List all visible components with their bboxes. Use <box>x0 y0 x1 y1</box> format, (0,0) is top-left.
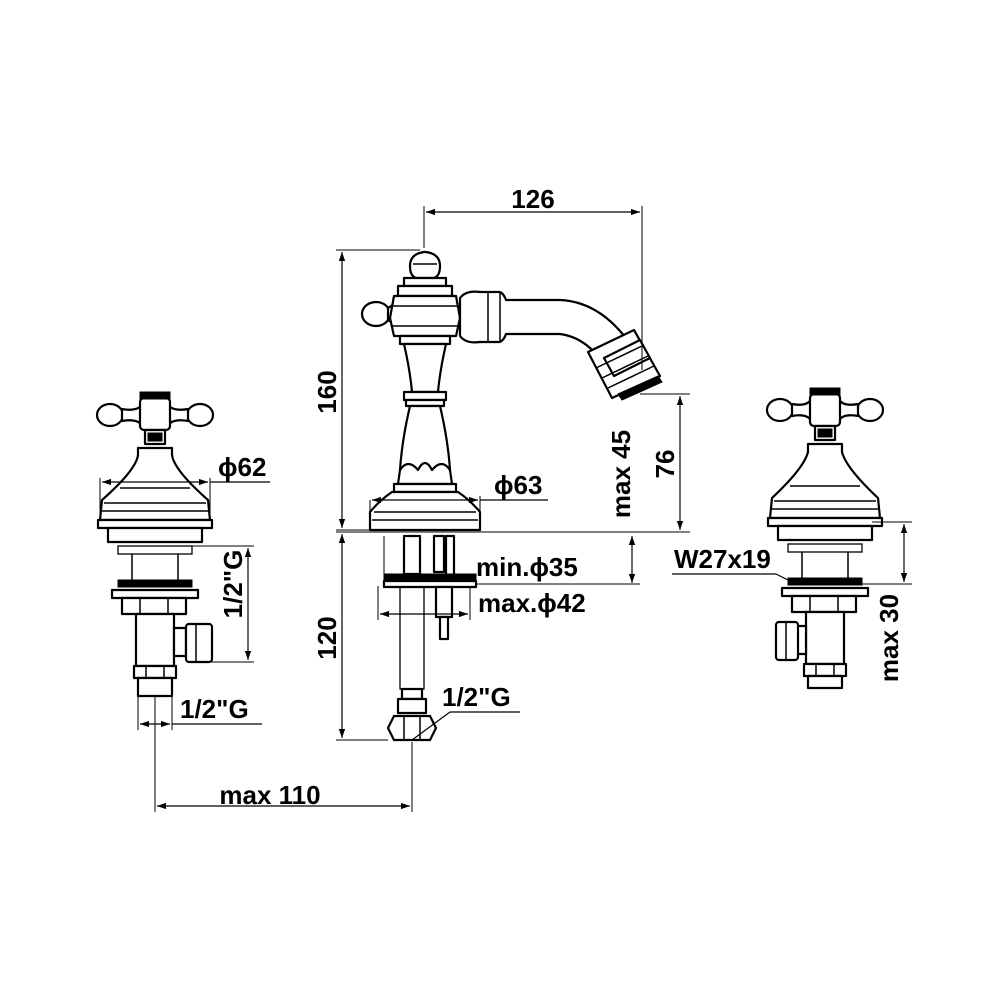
label-spout-reach: 126 <box>511 184 554 214</box>
label-base-diameter: ϕ63 <box>494 470 542 500</box>
spout-base <box>368 490 482 532</box>
left-valve-body <box>132 612 214 698</box>
label-valve-diameter: ϕ62 <box>218 452 266 482</box>
right-valve-body <box>774 610 848 690</box>
label-shank-length: 120 <box>312 616 342 659</box>
label-spread: max 110 <box>219 780 320 810</box>
label-hole-min: min.ϕ35 <box>476 552 578 582</box>
dimension-lines <box>99 206 912 812</box>
label-spout-max: max 45 <box>606 430 636 518</box>
right-cross-handle <box>765 387 885 442</box>
spout-finial <box>396 250 454 298</box>
spout-arm <box>458 290 663 401</box>
center-spout <box>360 250 663 742</box>
label-spout-height: 76 <box>650 450 680 479</box>
label-hole-max: max.ϕ42 <box>478 588 586 618</box>
left-valve-mounting <box>110 545 200 616</box>
spout-column <box>392 342 458 494</box>
label-hose-thread: 1/2"G <box>442 682 511 712</box>
left-valve-bell <box>96 446 214 544</box>
label-body-height: 160 <box>312 370 342 413</box>
label-deck-max: max 30 <box>874 594 904 682</box>
label-valve-thread-outlet: 1/2"G <box>180 694 249 724</box>
left-valve <box>95 391 215 698</box>
label-nut-size: W27x19 <box>674 544 771 574</box>
left-cross-handle <box>95 391 215 446</box>
right-valve-bell <box>766 442 884 542</box>
spout-head <box>388 294 462 346</box>
label-valve-thread-vertical: 1/2"G <box>218 550 248 619</box>
spout-lever-knob <box>360 300 396 328</box>
right-valve <box>765 387 885 690</box>
right-valve-mounting <box>780 543 870 614</box>
dimension-labels: 126 160 76 max 45 ϕ63 ϕ62 min.ϕ35 max.ϕ4… <box>180 184 904 810</box>
